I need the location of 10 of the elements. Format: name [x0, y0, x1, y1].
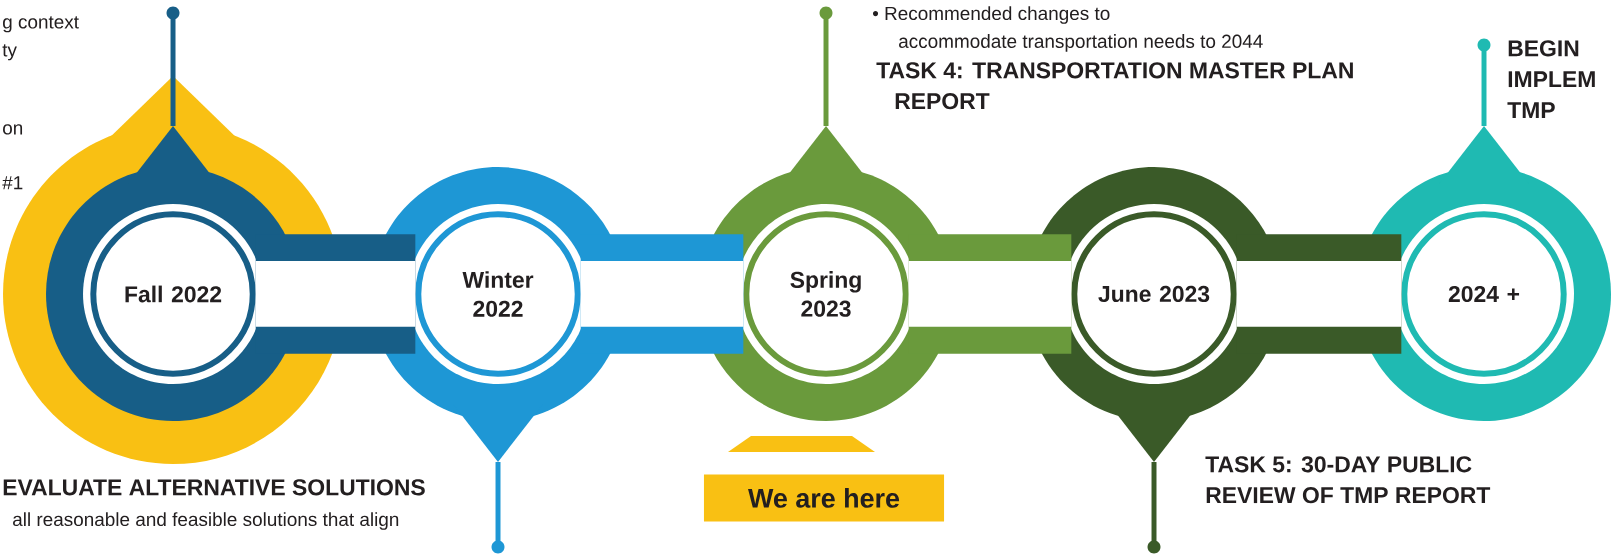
text-fragment: on	[3, 124, 23, 135]
band-connector	[1236, 234, 1402, 354]
milestone-heading: BEGIN IMPLEM TMP	[1507, 40, 1595, 118]
text-fragment: #1	[2, 176, 23, 190]
band-connector	[580, 234, 744, 354]
band-connector	[255, 234, 416, 354]
text-fragment: g context	[3, 16, 79, 33]
marker-box: We are here	[703, 436, 945, 522]
band-connector	[908, 234, 1072, 354]
text-fragment: ty	[2, 44, 17, 61]
